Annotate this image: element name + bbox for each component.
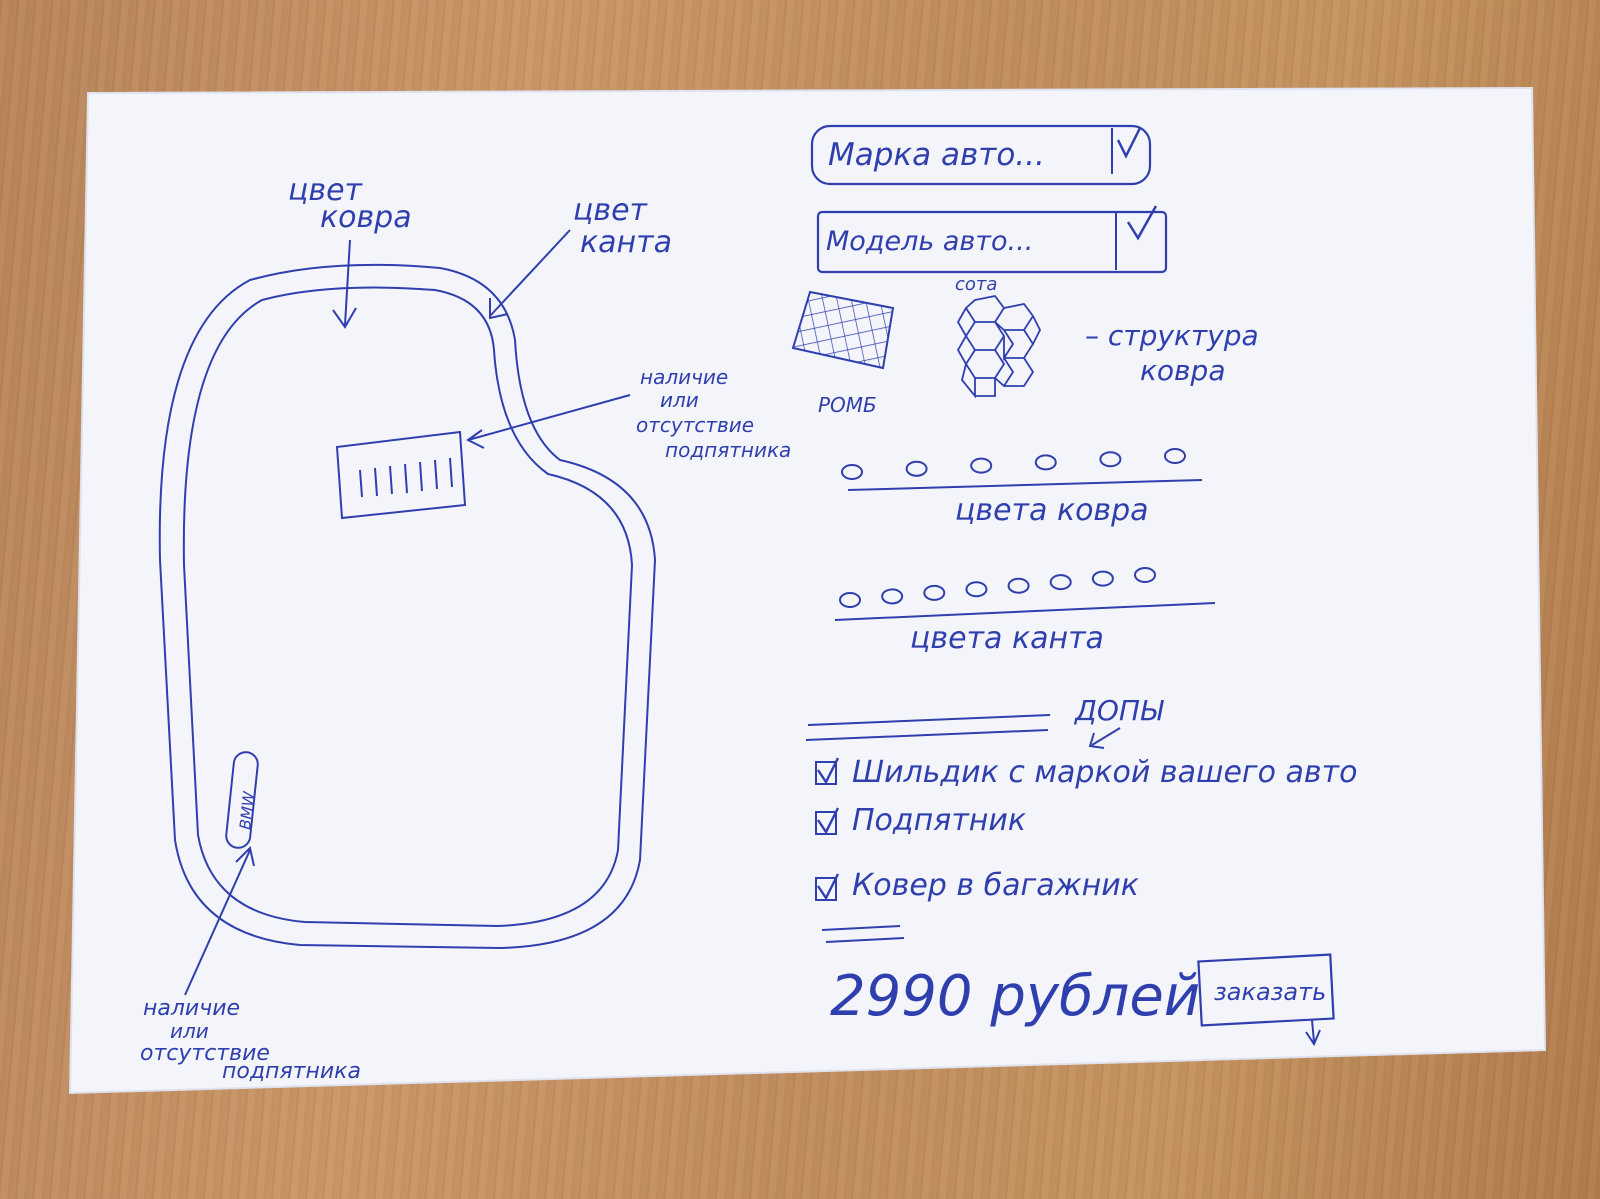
edge-color-swatch-5[interactable] — [1007, 577, 1030, 594]
structure-option-honeycomb[interactable]: сота — [955, 274, 1042, 399]
check-icon — [1116, 127, 1142, 159]
extra-item-heel-pad-label: Подпятник — [852, 803, 1026, 838]
carpet-color-picker: цвета ковра — [841, 448, 1203, 528]
edge-color-swatch-7[interactable] — [1091, 570, 1114, 587]
order-button[interactable]: заказать — [1197, 953, 1335, 1047]
edge-color-swatch-3[interactable] — [923, 584, 946, 601]
edge-color-swatch-6[interactable] — [1049, 574, 1072, 591]
carpet-color-swatch-2[interactable] — [905, 460, 928, 477]
check-icon — [1126, 205, 1158, 241]
model-select-placeholder: Модель авто... — [826, 226, 1033, 257]
heel-pad — [335, 430, 467, 520]
edge-color-swatch-4[interactable] — [965, 581, 988, 598]
car-mat-preview — [158, 263, 657, 950]
check-icon — [817, 873, 840, 901]
carpet-color-swatch-5[interactable] — [1099, 451, 1122, 468]
carpet-color-swatch-6[interactable] — [1164, 448, 1186, 464]
cursor-icon — [1305, 1019, 1321, 1047]
edge-color-swatch-2[interactable] — [881, 588, 904, 605]
structure-label: – структура ковра — [1085, 319, 1259, 387]
svg-text:цвет: цвет — [573, 193, 649, 228]
logo-badge-text: BMW — [236, 790, 258, 831]
extra-item-trunk-mat-label: Ковер в багажник — [852, 868, 1139, 903]
carpet-color-swatch-3[interactable] — [970, 457, 993, 474]
svg-text:ковра: ковра — [320, 200, 412, 235]
svg-text:или: или — [660, 388, 699, 412]
svg-text:подпятника: подпятника — [665, 438, 791, 462]
annotation-carpet-color: цвет ковра — [288, 173, 412, 329]
brand-select[interactable]: Марка авто... — [810, 124, 1152, 186]
extras-heading: ДОПЫ — [1073, 694, 1164, 727]
carpet-colors-label: цвета ковра — [955, 493, 1149, 528]
svg-text:– структура: – структура — [1085, 319, 1259, 352]
edge-color-picker: цвета канта — [834, 567, 1216, 656]
edge-color-swatch-1[interactable] — [839, 592, 861, 608]
brand-select-placeholder: Марка авто... — [828, 137, 1045, 173]
svg-text:канта: канта — [580, 225, 672, 260]
order-button-label: заказать — [1214, 978, 1326, 1006]
svg-text:ковра: ковра — [1140, 354, 1225, 387]
check-icon — [817, 807, 840, 835]
structure-option-rhombus[interactable]: РОМБ — [791, 290, 895, 417]
structure-option-rhombus-label: РОМБ — [818, 393, 877, 417]
mat-inner-edge — [182, 286, 634, 928]
extra-item-heel-pad[interactable]: Подпятник — [815, 803, 1026, 838]
svg-text:наличие: наличие — [640, 365, 728, 389]
model-select[interactable]: Модель авто... — [816, 205, 1168, 274]
svg-text:или: или — [170, 1019, 209, 1043]
mat-outer-edge — [158, 263, 657, 950]
edge-colors-label: цвета канта — [910, 621, 1104, 656]
extra-item-badge-label: Шильдик с маркой вашего авто — [852, 755, 1357, 790]
logo-badge: BMW — [225, 751, 259, 849]
structure-option-honeycomb-label: сота — [955, 274, 997, 295]
price-total: 2990 рублей — [830, 964, 1200, 1029]
svg-text:отсутствие: отсутствие — [636, 413, 754, 437]
extra-item-badge[interactable]: Шильдик с маркой вашего авто — [815, 755, 1357, 790]
annotation-edge-color: цвет канта — [489, 193, 672, 320]
svg-text:подпятника: подпятника — [222, 1059, 361, 1084]
annotation-logo-badge: наличие или отсутствие подпятника — [140, 846, 361, 1084]
svg-text:наличие: наличие — [143, 996, 240, 1021]
carpet-color-swatch-1[interactable] — [841, 464, 863, 480]
svg-text:цвет: цвет — [288, 173, 364, 208]
price-divider — [821, 925, 905, 943]
annotation-heel-pad: наличие или отсутствие подпятника — [466, 365, 791, 462]
extras-section: ДОПЫ — [805, 694, 1164, 749]
svg-text:отсутствие: отсутствие — [140, 1041, 270, 1066]
extra-item-trunk-mat[interactable]: Ковер в багажник — [815, 868, 1139, 903]
paper-sheet — [68, 86, 1547, 1095]
edge-color-swatch-8[interactable] — [1134, 567, 1156, 583]
carpet-color-swatch-4[interactable] — [1034, 454, 1057, 471]
check-icon — [817, 757, 840, 785]
